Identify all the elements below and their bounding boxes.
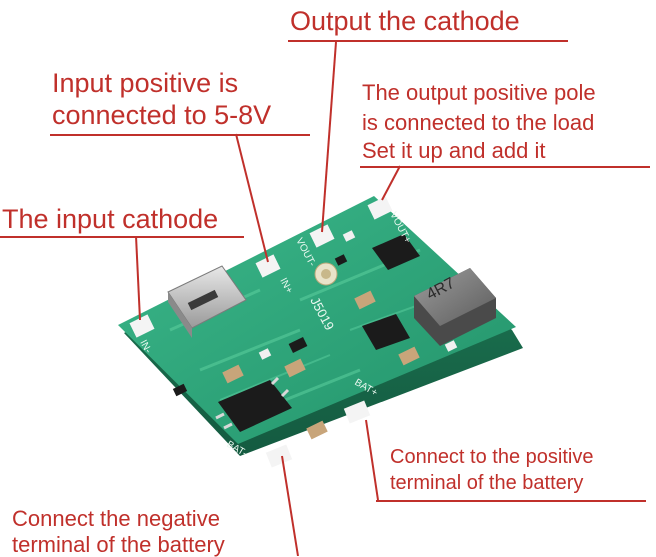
label-battery-negative-2: terminal of the battery <box>12 532 225 557</box>
pad-in-plus <box>255 254 281 278</box>
micro-usb-connector <box>167 265 247 338</box>
ic-chip-sot <box>372 234 420 270</box>
pad-in-minus <box>129 314 155 338</box>
pad-vout-plus <box>367 196 393 220</box>
pad-bat-minus <box>265 444 293 468</box>
label-battery-negative-1: Connect the negative <box>12 506 220 531</box>
ic-chip-sop8 <box>215 376 292 432</box>
underline-input-positive <box>50 134 310 136</box>
callout-lines <box>135 41 401 556</box>
label-output-positive-3: Set it up and add it <box>362 138 546 163</box>
underline-battery-positive <box>376 500 646 502</box>
underline-input-cathode <box>0 236 244 238</box>
label-output-positive-1: The output positive pole <box>362 80 596 105</box>
pad-bat-plus <box>343 400 371 424</box>
underline-output-positive <box>360 166 650 168</box>
label-battery-positive-1: Connect to the positive <box>390 446 594 468</box>
label-input-cathode: The input cathode <box>2 204 219 234</box>
potentiometer <box>314 262 338 286</box>
smd-components <box>172 230 458 440</box>
ic-chip-j5019 <box>362 314 410 350</box>
label-input-positive-2: connected to 5-8V <box>52 100 272 130</box>
label-battery-positive-2: terminal of the battery <box>390 472 584 494</box>
underline-output-cathode <box>288 40 568 42</box>
label-input-positive-1: Input positive is <box>52 68 239 98</box>
pad-vout-minus <box>309 224 335 248</box>
label-output-positive-2: is connected to the load <box>362 110 595 135</box>
label-output-cathode: Output the cathode <box>290 6 520 36</box>
